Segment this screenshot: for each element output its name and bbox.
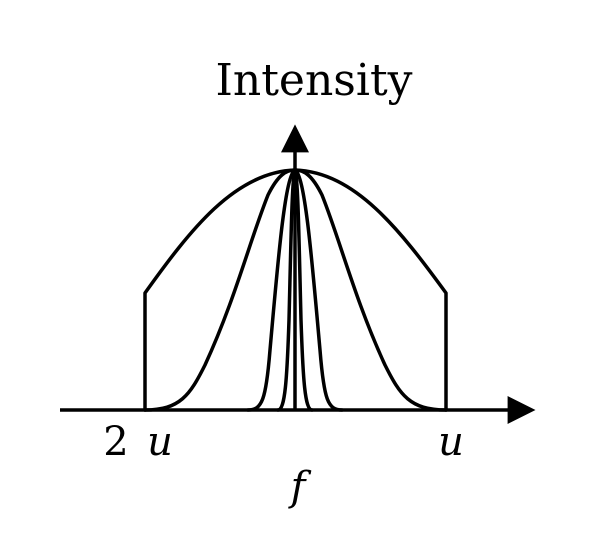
x-axis-label: f bbox=[288, 464, 312, 510]
y-axis-label: Intensity bbox=[216, 55, 413, 106]
curve-needle bbox=[276, 168, 314, 412]
tick-left-coefficient: 2 bbox=[103, 419, 128, 465]
tick-left-variable: u bbox=[147, 419, 173, 465]
tick-right-label: u bbox=[438, 419, 464, 465]
